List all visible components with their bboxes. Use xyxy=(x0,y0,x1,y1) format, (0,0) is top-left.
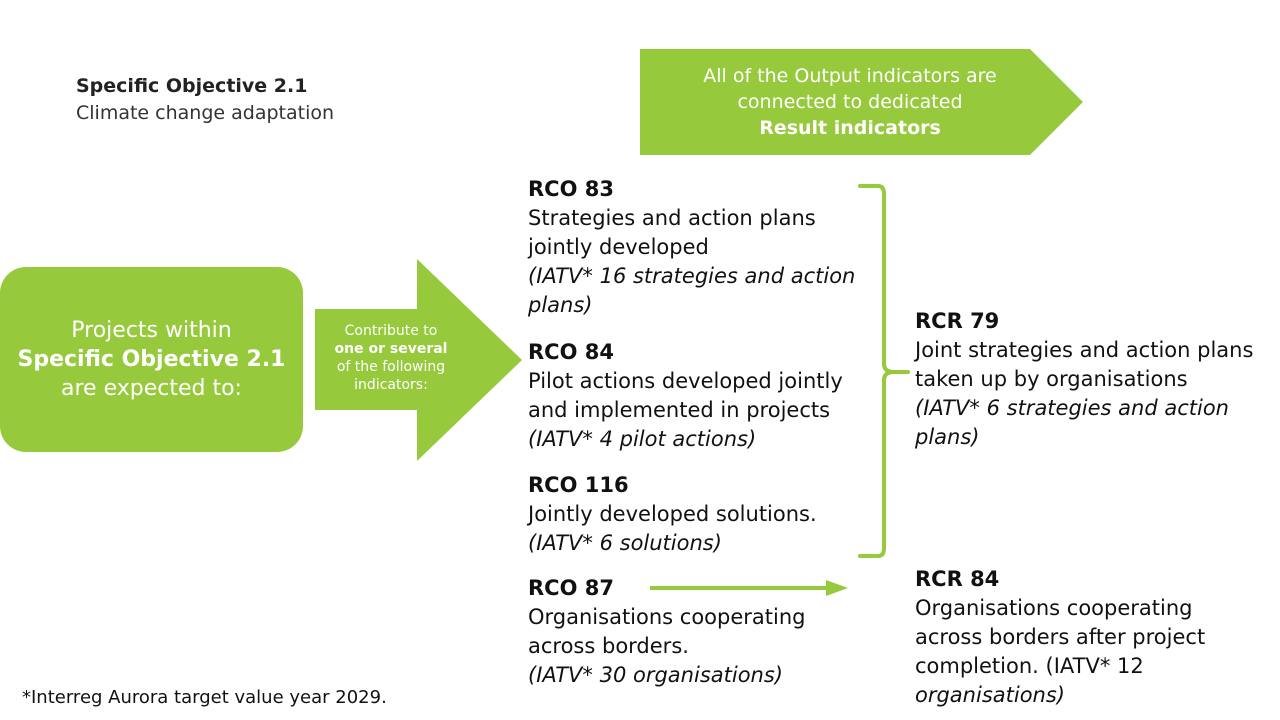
projects-line-3: are expected to: xyxy=(61,376,242,401)
grouping-brace xyxy=(858,184,910,558)
indicator-code: RCO 84 xyxy=(528,340,614,364)
indicator-target: (IATV* 6 solutions) xyxy=(528,531,722,555)
indicator-description: completion. (IATV* 12 xyxy=(915,654,1144,678)
arrow-line-4: indicators: xyxy=(354,377,428,393)
projects-line-2: Specific Objective 2.1 xyxy=(17,347,286,372)
projects-line-1: Projects within xyxy=(71,318,232,343)
indicator-description: taken up by organisations xyxy=(915,367,1188,391)
result-indicator-rcr79: RCR 79 Joint strategies and action plans… xyxy=(915,307,1253,452)
indicator-description: Jointly developed solutions. xyxy=(528,502,817,526)
indicator-description: across borders after project xyxy=(915,625,1206,649)
indicator-code: RCR 79 xyxy=(915,309,1000,333)
contribute-arrow-text: Contribute to one or several of the foll… xyxy=(318,322,464,394)
indicator-description: Pilot actions developed jointly xyxy=(528,369,843,393)
specific-objective-header: Specific Objective 2.1 Climate change ad… xyxy=(76,73,334,127)
banner-text: All of the Output indicators are connect… xyxy=(640,63,1060,141)
contribute-arrow-shape xyxy=(315,259,522,461)
indicator-description: Joint strategies and action plans xyxy=(915,338,1254,362)
arrow-line-3: of the following xyxy=(336,359,446,375)
indicator-description: Strategies and action plans xyxy=(528,206,816,230)
indicator-target: (IATV* 16 strategies and action xyxy=(528,264,856,288)
indicator-target: (IATV* 6 strategies and action xyxy=(915,396,1229,420)
banner-line-2: connected to dedicated xyxy=(737,91,963,113)
indicator-code: RCR 84 xyxy=(915,567,1000,591)
output-indicator-rco83: RCO 83 Strategies and action plans joint… xyxy=(528,175,855,320)
indicator-description: Organisations cooperating xyxy=(915,596,1193,620)
indicator-target: (IATV* 4 pilot actions) xyxy=(528,427,757,451)
indicator-code: RCO 83 xyxy=(528,177,614,201)
indicator-description: across borders. xyxy=(528,634,689,658)
indicator-code: RCO 116 xyxy=(528,473,629,497)
projects-box: Projects within Specific Objective 2.1 a… xyxy=(0,267,303,452)
indicator-target: (IATV* 30 organisations) xyxy=(528,663,783,687)
objective-subtitle: Climate change adaptation xyxy=(76,102,335,124)
indicator-description: and implemented in projects xyxy=(528,398,831,422)
indicator-description: jointly developed xyxy=(528,235,709,259)
result-indicator-rcr84: RCR 84 Organisations cooperating across … xyxy=(915,565,1205,710)
indicator-target: organisations) xyxy=(915,683,1065,707)
banner-arrow-shape xyxy=(640,49,1083,155)
banner-line-3: Result indicators xyxy=(759,117,941,139)
output-indicator-rco116: RCO 116 Jointly developed solutions. (IA… xyxy=(528,471,817,558)
objective-title: Specific Objective 2.1 xyxy=(76,75,308,97)
footnote: *Interreg Aurora target value year 2029. xyxy=(22,687,387,708)
output-indicator-rco87: RCO 87 Organisations cooperating across … xyxy=(528,574,806,690)
indicator-target: plans) xyxy=(528,293,593,317)
rco87-to-rcr84-arrow xyxy=(650,580,848,596)
output-indicator-rco84: RCO 84 Pilot actions developed jointly a… xyxy=(528,338,843,454)
indicator-description: Organisations cooperating xyxy=(528,605,806,629)
indicator-target: plans) xyxy=(915,425,980,449)
indicator-code: RCO 87 xyxy=(528,576,614,600)
arrow-line-2: one or several xyxy=(334,341,448,357)
arrow-line-1: Contribute to xyxy=(344,323,438,339)
banner-line-1: All of the Output indicators are xyxy=(703,65,997,87)
